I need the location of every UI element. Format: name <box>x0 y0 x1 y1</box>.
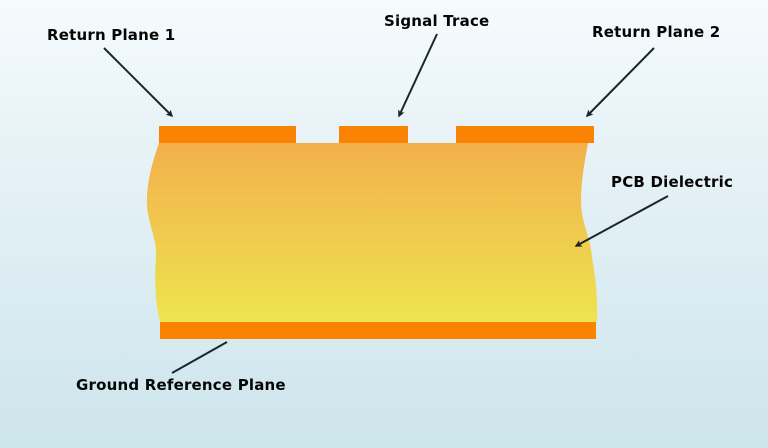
signal-trace-copper <box>339 126 408 143</box>
signal-trace-arrow <box>398 33 438 118</box>
return-plane-2-copper <box>456 126 594 143</box>
return-plane-1-label: Return Plane 1 <box>47 26 176 44</box>
return-plane-2-label: Return Plane 2 <box>592 23 721 41</box>
pcb-dielectric-body <box>146 143 598 322</box>
ground-reference-plane-copper <box>160 322 596 339</box>
pcb-dielectric-arrow <box>574 195 669 247</box>
ground-reference-plane-label: Ground Reference Plane <box>76 376 286 394</box>
pcb-dielectric-label: PCB Dielectric <box>611 173 734 191</box>
return-plane-1-arrow <box>103 47 174 118</box>
return-plane-2-arrow <box>585 47 655 118</box>
ground-reference-plane-leader <box>171 341 228 374</box>
return-plane-1-copper <box>159 126 296 143</box>
signal-trace-label: Signal Trace <box>384 12 490 30</box>
